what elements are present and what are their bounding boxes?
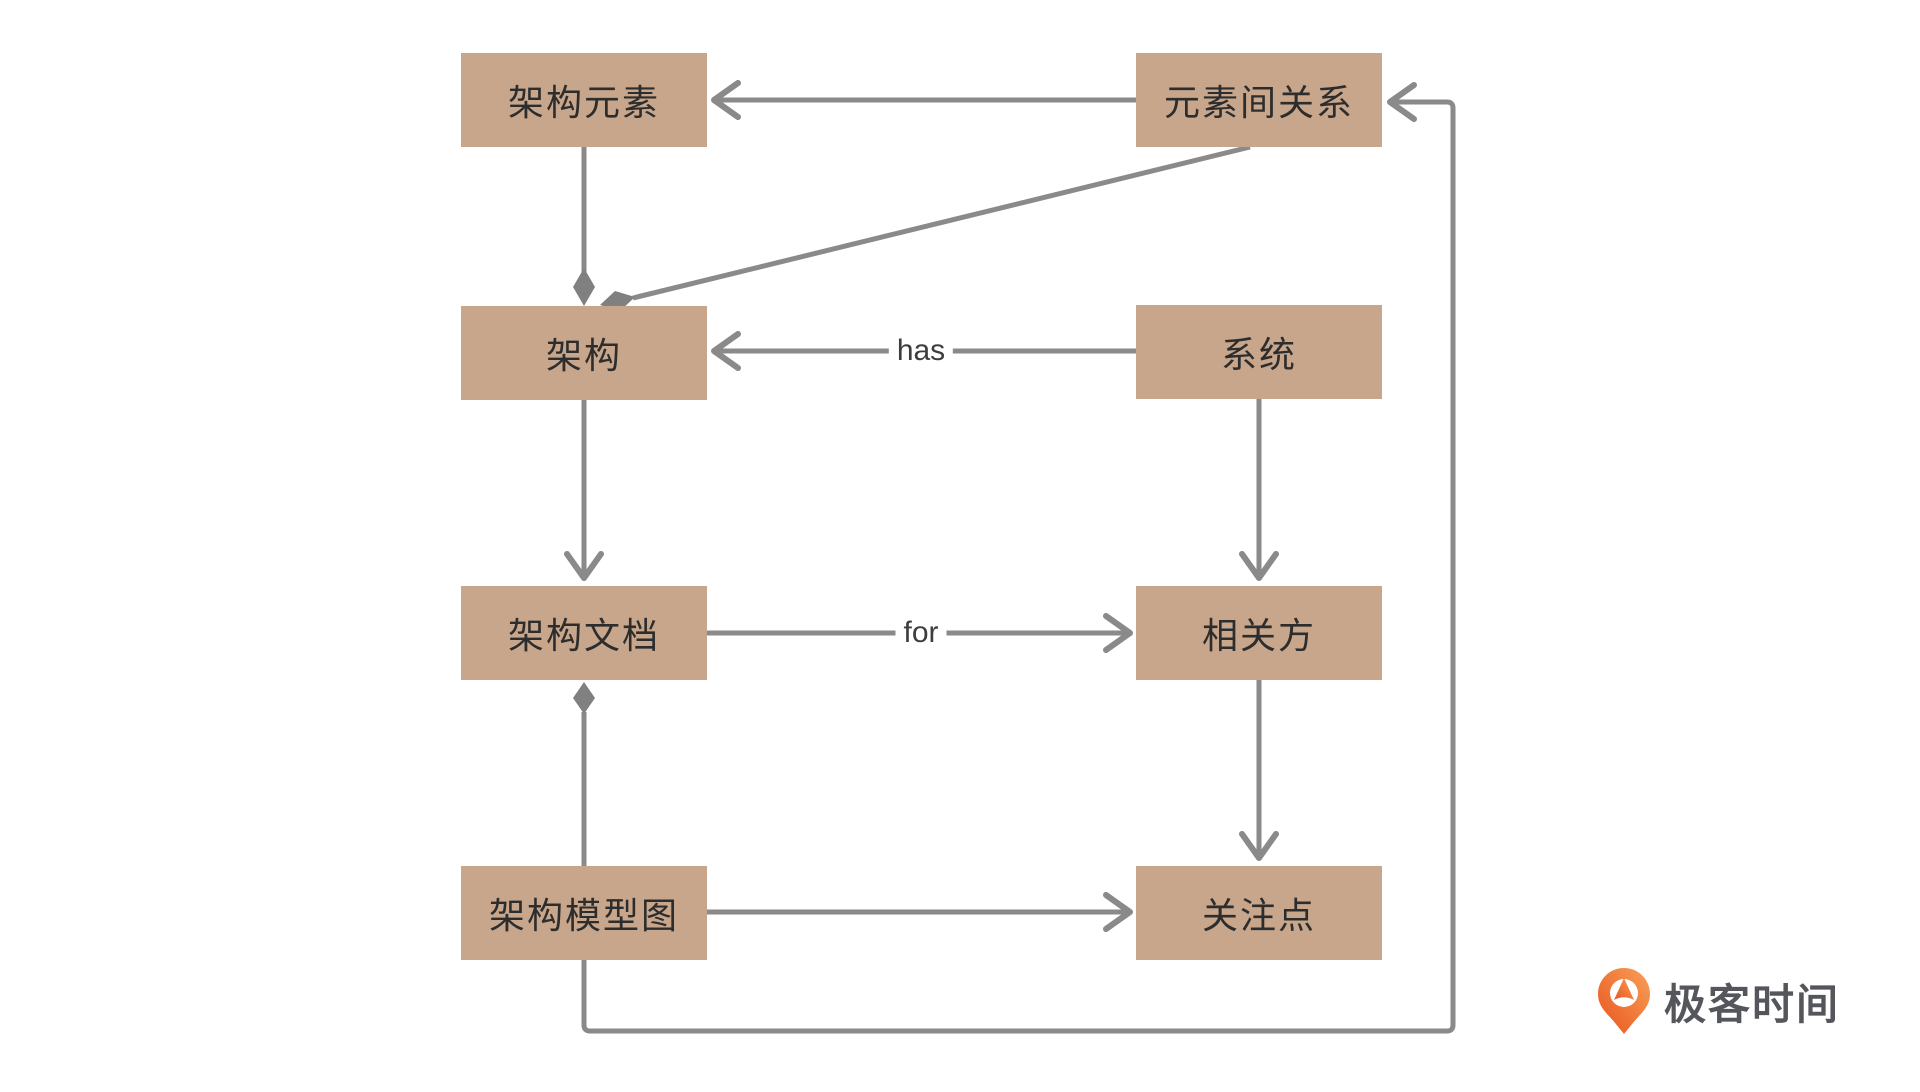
node-element-relation: 元素间关系 <box>1136 53 1382 147</box>
node-system: 系统 <box>1136 305 1382 399</box>
composition-diamond-element <box>573 268 595 306</box>
composition-diamond-model <box>573 682 595 714</box>
node-arch-doc: 架构文档 <box>461 586 707 680</box>
node-architecture: 架构 <box>461 306 707 400</box>
node-arch-model-diagram: 架构模型图 <box>461 866 707 960</box>
edge-label-has: has <box>888 334 954 368</box>
node-concern: 关注点 <box>1136 866 1382 960</box>
edge-model-to-relation-loop <box>581 82 1456 1034</box>
geektime-pin-icon <box>1598 968 1650 1034</box>
edge-relation-to-architecture <box>632 144 1251 301</box>
node-arch-element: 架构元素 <box>461 53 707 147</box>
edge-label-for: for <box>895 616 947 650</box>
geektime-logo-text: 极客时间 <box>1664 980 1841 1028</box>
node-stakeholder: 相关方 <box>1136 586 1382 680</box>
geektime-logo: 极客时间 <box>1598 968 1840 1034</box>
